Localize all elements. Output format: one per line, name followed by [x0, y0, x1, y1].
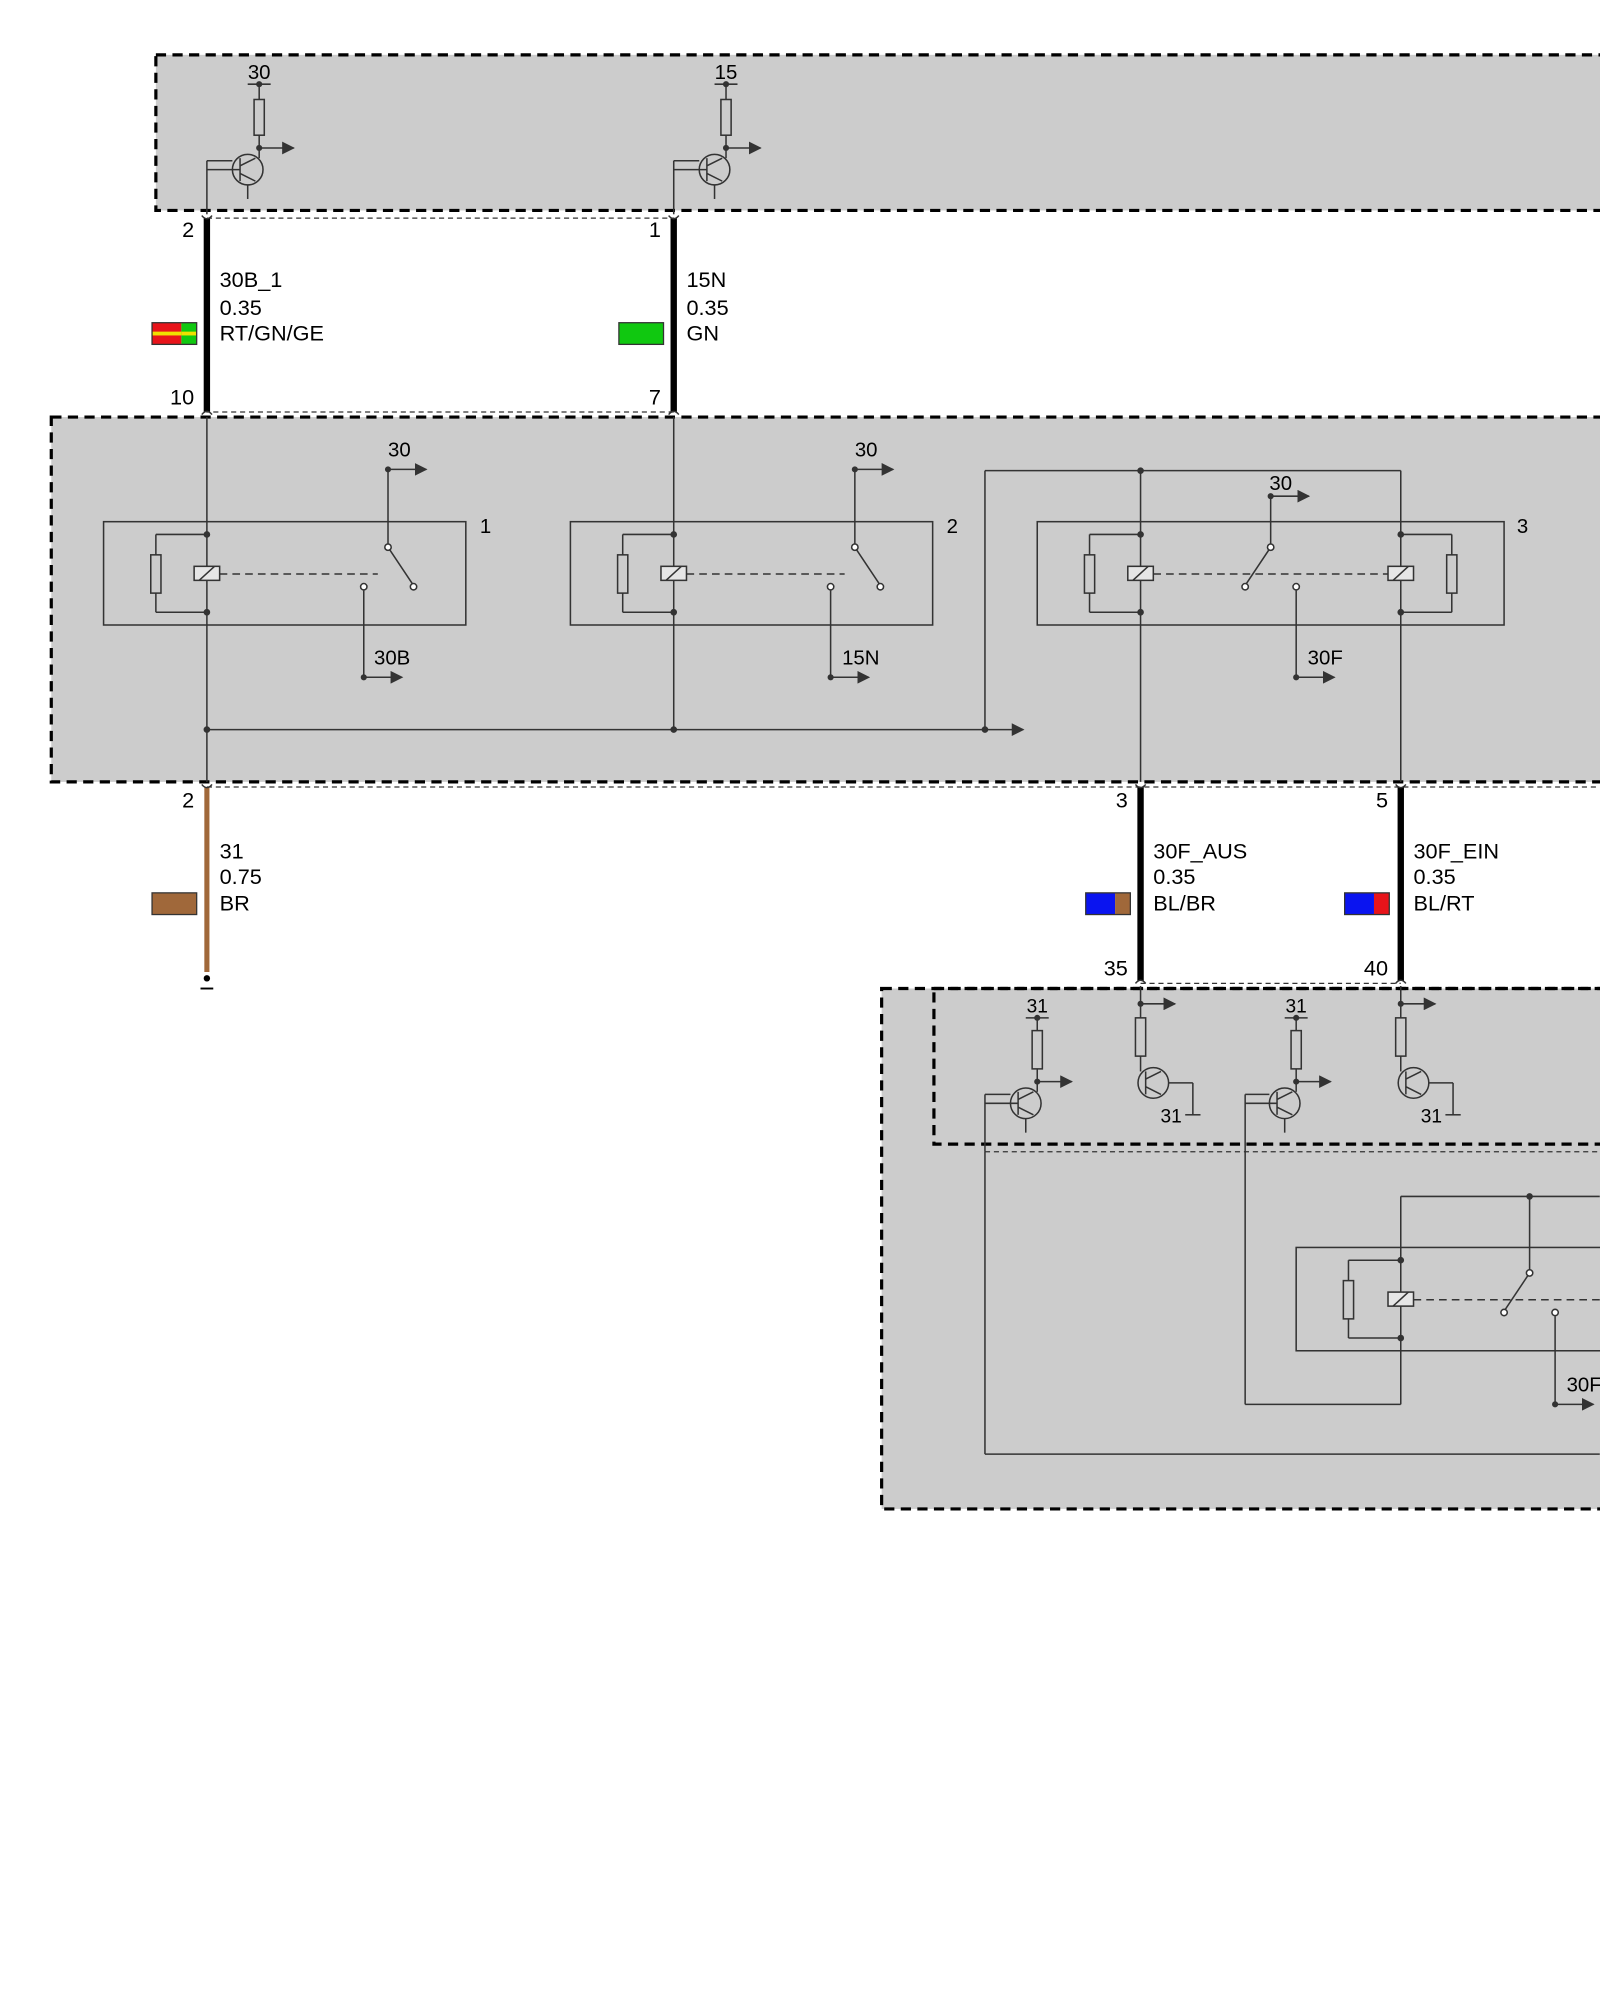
bottom-relay-box: [1295, 1246, 1600, 1352]
relay-3-supply: 30: [1269, 473, 1292, 495]
wire-color-code: BL/BR: [1153, 891, 1216, 916]
connector-outline-top: [206, 217, 675, 413]
relay-3-output: 30F: [1308, 648, 1343, 670]
relay-1-supply: 30: [388, 440, 411, 462]
wire-signal-label: 15N: [686, 267, 726, 292]
relay-2-box: [569, 520, 934, 626]
wire-signal-label: 30B_1: [220, 267, 283, 292]
wire-30f-ein: [1395, 783, 1407, 984]
relay-2-output: 15N: [842, 648, 879, 670]
relay-module-box: [49, 415, 1600, 784]
wire-signal-label: 30F_AUS: [1153, 838, 1247, 863]
relay-1-number: 1: [480, 516, 491, 538]
pin-label: 3: [1116, 787, 1128, 812]
wire-cross-section: 0.75: [220, 864, 262, 889]
pin-label: 35: [1104, 956, 1128, 981]
relay-1-output: 30B: [374, 648, 410, 670]
top-supply-label-2: 15: [715, 62, 738, 84]
pin-label: 7: [649, 384, 661, 409]
wire-color-code: RT/GN/GE: [220, 321, 324, 346]
wire-color-swatch-br: [151, 892, 198, 916]
ground-label: 31: [1161, 1106, 1182, 1127]
bottom-module-box: [880, 986, 1600, 1511]
relay-3-number: 3: [1517, 516, 1528, 538]
top-control-module: 30 15: [154, 53, 1600, 215]
wire-color-swatch-bl-rt: [1344, 892, 1390, 916]
wire-color-code: GN: [686, 321, 719, 346]
relay-2-number: 2: [947, 516, 958, 538]
wire-color-code: BR: [220, 891, 250, 916]
wire-color-swatch-rt-gn-ge: [151, 322, 198, 346]
pin-label: 5: [1376, 787, 1388, 812]
wire-30b-1: [201, 215, 213, 416]
relay-2-supply: 30: [855, 440, 878, 462]
relay-module: 1 30 30B 2 30: [49, 415, 1600, 784]
ground-label: 31: [1286, 997, 1307, 1018]
relay-3: [984, 467, 1505, 782]
pin-label: 2: [182, 787, 194, 812]
top-transistor-2: [672, 81, 762, 215]
pin-label: 40: [1364, 956, 1388, 981]
bottom-relay: [984, 1151, 1600, 1455]
pin-label: 2: [182, 217, 194, 242]
ground-point-icon: [203, 975, 211, 982]
wire-30f-aus: [1134, 783, 1147, 984]
bottom-module: 31 31 31 31: [880, 982, 1600, 1511]
wire-31: [200, 783, 214, 990]
bottom-drivers: [984, 985, 1461, 1152]
wire-signal-label: 31: [220, 838, 244, 863]
top-transistor-1: [206, 81, 295, 215]
bottom-inner-module-box: [932, 986, 1600, 1146]
wire-cross-section: 0.35: [1414, 864, 1456, 889]
relay-1: [102, 417, 467, 782]
top-supply-label-1: 30: [248, 62, 271, 84]
relay-1-box: [102, 520, 467, 626]
top-module-box: [154, 53, 1600, 213]
wire-cross-section: 0.35: [220, 295, 262, 320]
wire-15n: [668, 215, 680, 416]
wire-color-swatch-bl-br: [1085, 892, 1131, 916]
ground-label: 31: [1421, 1106, 1442, 1127]
bottom-relay-output: 30F: [1567, 1375, 1600, 1397]
ground-bus: [203, 723, 1025, 736]
ground-label: 31: [1027, 997, 1048, 1018]
pin-label: 10: [170, 384, 194, 409]
wire-cross-section: 0.35: [686, 295, 728, 320]
wire-signal-label: 30F_EIN: [1414, 838, 1500, 863]
wire-color-code: BL/RT: [1414, 891, 1475, 916]
pin-label: 1: [649, 217, 661, 242]
wire-cross-section: 0.35: [1153, 864, 1195, 889]
wire-color-swatch-gn: [618, 322, 665, 346]
relay-2: [569, 417, 934, 730]
